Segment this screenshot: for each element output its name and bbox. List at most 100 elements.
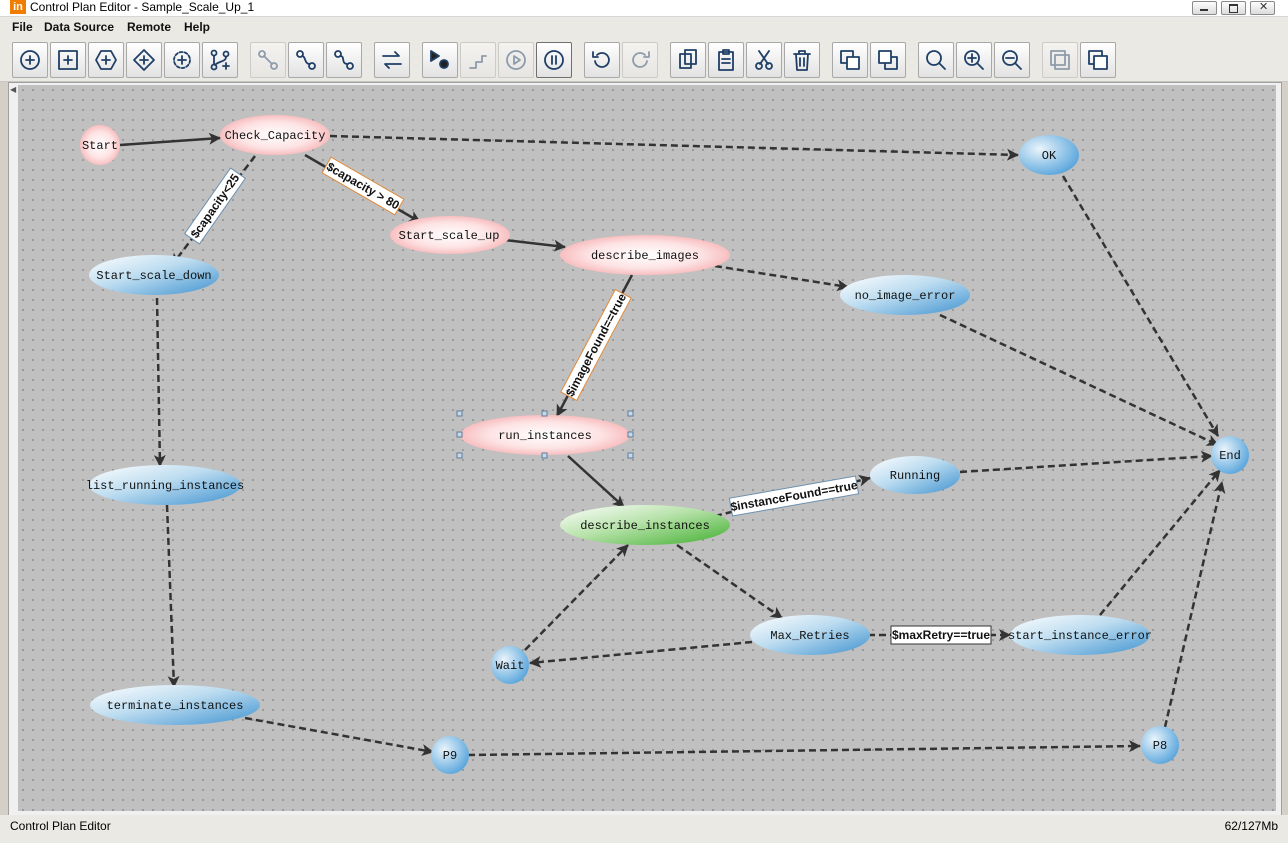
edge-terminate-p9[interactable] [244, 716, 434, 756]
node-ok[interactable]: OK [1019, 135, 1079, 175]
zoom-button[interactable] [918, 42, 954, 78]
connect-icon [296, 50, 316, 70]
connect-button[interactable] [288, 42, 324, 78]
node-check-capacity[interactable]: Check_Capacity [220, 115, 330, 155]
minimize-icon [1200, 9, 1208, 11]
add-gear-button[interactable] [164, 42, 200, 78]
edge-scaleup-describe[interactable] [504, 238, 566, 252]
node-running[interactable]: Running [870, 456, 960, 494]
pause-icon [544, 50, 564, 70]
add-square-icon [58, 50, 78, 70]
close-button[interactable]: ✕ [1250, 0, 1275, 15]
ungroup-button[interactable] [1080, 42, 1116, 78]
memory-indicator: 62/127Mb [1224, 819, 1278, 833]
node-label: P8 [1153, 739, 1167, 753]
node-end[interactable]: End [1211, 436, 1249, 474]
edge-max-wait[interactable] [529, 640, 753, 668]
add-hexagon-button[interactable] [88, 42, 124, 78]
node-describe-images[interactable]: describe_images [560, 235, 730, 275]
redo-button [622, 42, 658, 78]
add-fork-button[interactable] [202, 42, 238, 78]
node-describe-instances[interactable]: describe_instances [560, 505, 730, 545]
edge-list-terminate[interactable] [165, 504, 180, 688]
node-run-instances[interactable]: run_instances [456, 410, 634, 459]
edge-label-capacity-gt[interactable]: $capacity > 80 [321, 156, 405, 216]
edge-noimage-end[interactable] [939, 313, 1219, 447]
run-debug-button[interactable] [422, 42, 458, 78]
edge-error-end[interactable] [1099, 469, 1221, 616]
node-list-running-instances[interactable]: list_running_instances [86, 465, 244, 505]
edge-label-capacity-lt[interactable]: $capacity<25 [183, 167, 247, 245]
node-max-retries[interactable]: Max_Retries [750, 615, 870, 655]
swap-button[interactable] [374, 42, 410, 78]
zoom-out-button[interactable] [994, 42, 1030, 78]
menu-data-source[interactable]: Data Source [44, 20, 115, 34]
edge-wait-describeinst[interactable] [524, 544, 629, 651]
edge-run-describeinst[interactable] [567, 455, 625, 508]
status-text: Control Plan Editor [10, 819, 111, 833]
node-p9[interactable]: P9 [431, 736, 469, 774]
add-diamond-button[interactable] [126, 42, 162, 78]
edge-label-maxretry[interactable]: $maxRetry==true [890, 625, 992, 645]
edge-describe-noimage[interactable] [714, 264, 849, 292]
edge-describeinst-max[interactable] [676, 543, 783, 620]
group-icon [1050, 50, 1070, 70]
collapse-arrow-icon[interactable]: ◀ [10, 85, 17, 94]
paste-button[interactable] [708, 42, 744, 78]
node-terminate-instances[interactable]: terminate_instances [90, 685, 260, 725]
cut-button[interactable] [746, 42, 782, 78]
edge-label-text: $maxRetry==true [892, 628, 990, 642]
node-wait[interactable]: Wait [491, 646, 529, 684]
swap-icon [382, 51, 402, 69]
selection-handles[interactable] [456, 410, 634, 459]
edge-check-ok[interactable] [329, 134, 1019, 161]
maximize-button[interactable] [1221, 1, 1246, 15]
bring-front-button[interactable] [832, 42, 868, 78]
edge-running-end[interactable] [959, 450, 1213, 474]
menu-file[interactable]: File [12, 20, 33, 34]
step-icon [469, 55, 487, 69]
edge-label-instancefound[interactable]: $instanceFound==true [728, 475, 860, 517]
connect-alt-button[interactable] [326, 42, 362, 78]
minimize-button[interactable] [1192, 1, 1217, 15]
edge-p9-p8[interactable] [467, 740, 1141, 757]
edge-label-imagefound[interactable]: $imageFound==true [560, 288, 632, 402]
node-label: OK [1042, 149, 1057, 163]
edge-layer [119, 132, 1226, 757]
edge-p8-end[interactable] [1163, 481, 1226, 728]
edge-ok-end[interactable] [1061, 175, 1220, 437]
status-bar: Control Plan Editor 62/127Mb [0, 815, 1288, 843]
step-button [460, 42, 496, 78]
node-start-scale-down[interactable]: Start_scale_down [89, 255, 219, 295]
node-start-scale-up[interactable]: Start_scale_up [390, 216, 510, 254]
paste-icon [718, 49, 734, 71]
menu-remote[interactable]: Remote [127, 20, 172, 34]
edge-scaledown-list[interactable] [153, 297, 166, 467]
node-label: list_running_instances [86, 479, 244, 493]
node-label: P9 [443, 749, 457, 763]
node-p8[interactable]: P8 [1141, 726, 1179, 764]
menu-help[interactable]: Help [184, 20, 211, 34]
node-start-instance-error[interactable]: start_instance_error [1008, 615, 1152, 655]
node-start[interactable]: Start [80, 125, 120, 165]
add-gear-icon [173, 51, 191, 69]
zoom-in-button[interactable] [956, 42, 992, 78]
undo-button[interactable] [584, 42, 620, 78]
add-circle-button[interactable] [12, 42, 48, 78]
copy-button[interactable] [670, 42, 706, 78]
node-label: terminate_instances [107, 699, 244, 713]
link-button [250, 42, 286, 78]
edge-start-check[interactable] [119, 132, 221, 147]
delete-button[interactable] [784, 42, 820, 78]
node-label: Start_scale_up [399, 229, 500, 243]
add-square-button[interactable] [50, 42, 86, 78]
edge-label-text: $imageFound==true [563, 291, 629, 399]
pause-button[interactable] [536, 42, 572, 78]
undo-icon [592, 51, 610, 68]
node-label: start_instance_error [1008, 629, 1152, 643]
node-label: Check_Capacity [225, 129, 326, 143]
play-button [498, 42, 534, 78]
node-label: Running [890, 469, 940, 483]
node-no-image-error[interactable]: no_image_error [840, 275, 970, 315]
send-back-button[interactable] [870, 42, 906, 78]
